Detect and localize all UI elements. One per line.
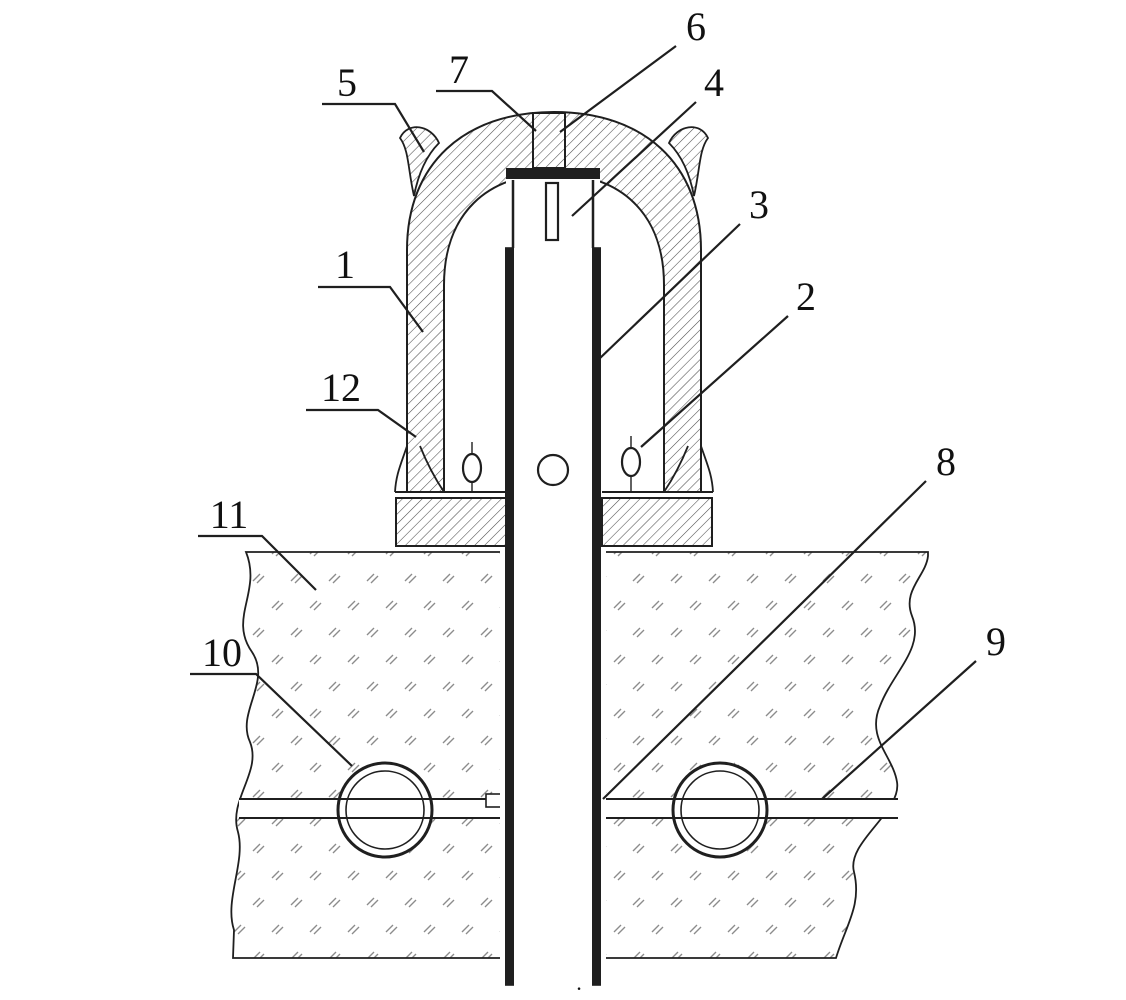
top-plug [532, 112, 566, 169]
callout-12-leader [306, 408, 417, 438]
callout-7-leader [436, 89, 537, 132]
callout-9-label: 9 [986, 619, 1006, 664]
flange-block-right [601, 497, 713, 547]
callout-5-label: 5 [337, 60, 357, 105]
callout-11-leader [198, 534, 317, 591]
tube-interior [506, 178, 600, 990]
callout-6-label: 6 [686, 4, 706, 49]
bolt-hole-left [461, 452, 483, 484]
buried-pipe-right [671, 761, 769, 859]
callout-3-label: 3 [749, 182, 769, 227]
drawing-root: 1 2 3 4 5 6 7 8 9 10 11 12 · [190, 4, 1006, 1000]
callout-2-leader [640, 315, 789, 448]
callout-10-label: 10 [202, 630, 242, 675]
callout-9-leader [821, 660, 977, 800]
flange-holes [461, 436, 642, 492]
callout-labels: 1 2 3 4 5 6 7 8 9 10 11 12 [202, 4, 1006, 675]
tube-wall-right [592, 248, 601, 985]
callout-4-leader [571, 101, 697, 217]
flange-block-left [395, 497, 507, 547]
callout-11-label: 11 [210, 492, 249, 537]
callout-1-leader [318, 285, 424, 333]
callout-8-leader [602, 480, 927, 800]
callout-4-label: 4 [704, 60, 724, 105]
tube-wall-left [505, 248, 514, 985]
dome-horn-right [667, 126, 710, 197]
footer-mark: · [575, 976, 582, 1000]
callout-leaders [190, 45, 977, 800]
inner-slot [544, 181, 560, 242]
center-hole [536, 453, 570, 487]
dome-horn-left [398, 126, 441, 197]
bolt-hole-right [620, 446, 642, 478]
callout-3-leader [597, 223, 741, 361]
base-collar [394, 445, 714, 493]
callout-5-leader [322, 102, 425, 153]
callout-7-label: 7 [449, 47, 469, 92]
mounting-flange [395, 491, 713, 547]
tube-cap [506, 168, 600, 179]
callout-8-label: 8 [936, 439, 956, 484]
callout-6-leader [559, 45, 677, 133]
callout-1-label: 1 [335, 242, 355, 287]
callout-12-label: 12 [321, 365, 361, 410]
callout-10-leader [190, 672, 353, 767]
callout-2-label: 2 [796, 274, 816, 319]
buried-pipe-left [336, 761, 434, 859]
